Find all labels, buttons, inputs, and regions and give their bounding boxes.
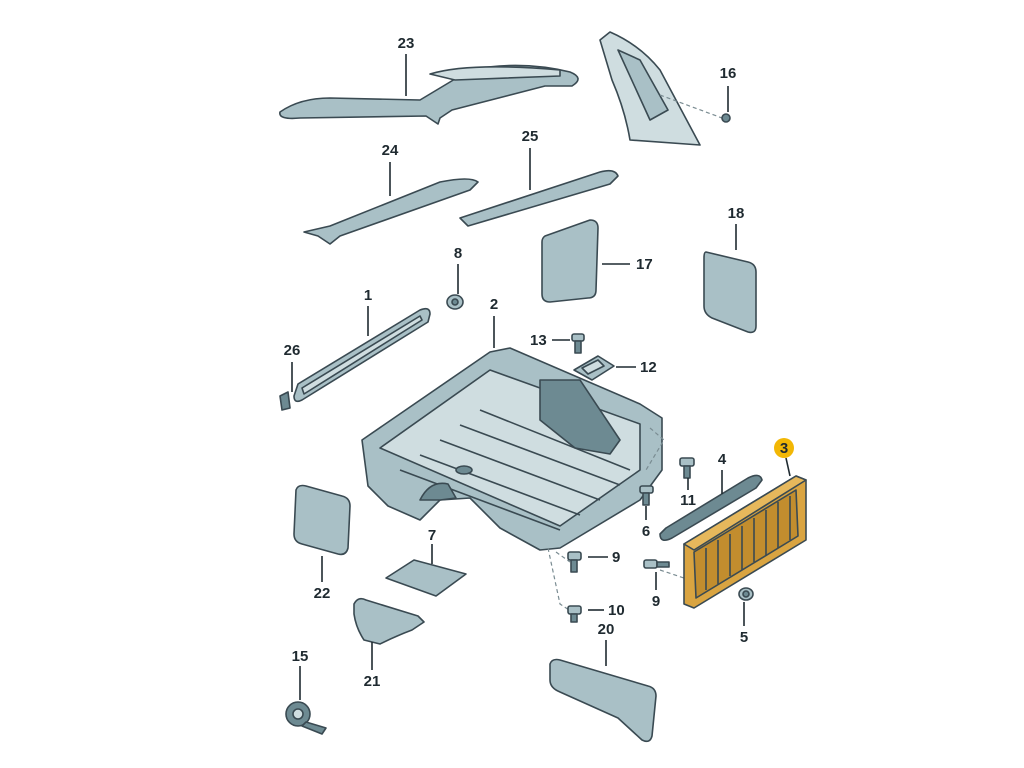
callout-26: 26 [284, 342, 301, 392]
callout-22: 22 [314, 556, 331, 602]
callout-label: 21 [364, 673, 381, 690]
callout-13: 13 [530, 332, 570, 349]
callout-label: 12 [640, 359, 657, 376]
callout-label: 22 [314, 585, 331, 602]
callout-label: 10 [608, 602, 625, 619]
callout-18: 18 [728, 205, 745, 250]
part-10-nut[interactable] [567, 605, 582, 623]
callout-16: 16 [720, 65, 737, 112]
callout-label: 18 [728, 205, 745, 222]
callout-12: 12 [616, 359, 657, 376]
part-4-seal-strip[interactable] [659, 474, 763, 542]
part-7-pad[interactable] [385, 559, 467, 597]
part-20-cover-panel[interactable] [549, 658, 657, 743]
callout-label: 11 [680, 492, 696, 509]
highlight-badge [774, 438, 794, 458]
callout-label: 15 [292, 648, 309, 665]
callout-4: 4 [718, 451, 727, 494]
callout-20: 20 [598, 621, 615, 666]
callout-label: 13 [530, 332, 547, 349]
callout-7: 7 [428, 527, 436, 564]
callout-label: 20 [598, 621, 615, 638]
part-8-grommet[interactable] [446, 294, 464, 310]
part-17-cover-panel[interactable] [541, 219, 599, 303]
callout-8: 8 [454, 245, 462, 294]
part-15-tape-roll[interactable] [285, 701, 327, 735]
callout-label: 25 [522, 128, 539, 145]
callout-label: 4 [718, 451, 727, 468]
part-3-tailgate-panel[interactable] [683, 475, 807, 609]
part-11-bolt[interactable] [679, 457, 695, 479]
part-16-pillar-section [599, 31, 723, 146]
part-5-grommet[interactable] [738, 587, 754, 601]
part-9-bolt-right[interactable] [643, 559, 670, 569]
part-9-bolt-center[interactable] [567, 551, 582, 573]
callout-2: 2 [490, 296, 498, 348]
part-2-cargo-bed[interactable] [361, 347, 663, 551]
part-16-clip[interactable] [721, 113, 731, 123]
callout-15: 15 [292, 648, 309, 700]
callout-label: 26 [284, 342, 301, 359]
callout-label: 17 [636, 256, 653, 273]
part-24-trim-strip[interactable] [303, 178, 479, 245]
callout-label: 16 [720, 65, 737, 82]
callout-1: 1 [364, 287, 372, 336]
part-25-trim-strip[interactable] [459, 169, 619, 227]
callout-label: 6 [642, 523, 650, 540]
part-23-roof-rail[interactable] [279, 64, 579, 125]
callout-6: 6 [642, 506, 650, 540]
callout-label: 3 [780, 440, 788, 457]
part-21-wheel-arch-trim[interactable] [353, 597, 425, 645]
callout-label: 9 [612, 549, 620, 566]
callout-5: 5 [740, 602, 748, 646]
callout-11: 11 [680, 478, 696, 509]
callout-10: 10 [588, 602, 625, 619]
callout-21: 21 [364, 642, 381, 690]
callout-9-center: 9 [588, 549, 620, 566]
part-13-bolt[interactable] [571, 333, 585, 354]
part-22-cover-panel[interactable] [293, 484, 351, 556]
callout-label: 2 [490, 296, 498, 313]
callout-24: 24 [382, 142, 399, 196]
callout-3: 3 [774, 438, 794, 477]
callout-label: 23 [398, 35, 415, 52]
part-18-cover-panel[interactable] [703, 251, 757, 334]
part-6-bolt[interactable] [639, 485, 654, 506]
callout-label: 1 [364, 287, 372, 304]
part-12-bracket[interactable] [573, 355, 615, 381]
callout-25: 25 [522, 128, 539, 190]
callout-label: 8 [454, 245, 462, 262]
part-1-trim-rail[interactable] [293, 307, 431, 403]
callout-17: 17 [602, 256, 653, 273]
callout-23: 23 [398, 35, 415, 96]
callout-label: 7 [428, 527, 436, 544]
callout-label: 24 [382, 142, 399, 159]
callout-9-right: 9 [652, 572, 660, 610]
callout-label: 9 [652, 593, 660, 610]
part-26-end-cap[interactable] [279, 391, 291, 411]
callout-label: 5 [740, 629, 748, 646]
